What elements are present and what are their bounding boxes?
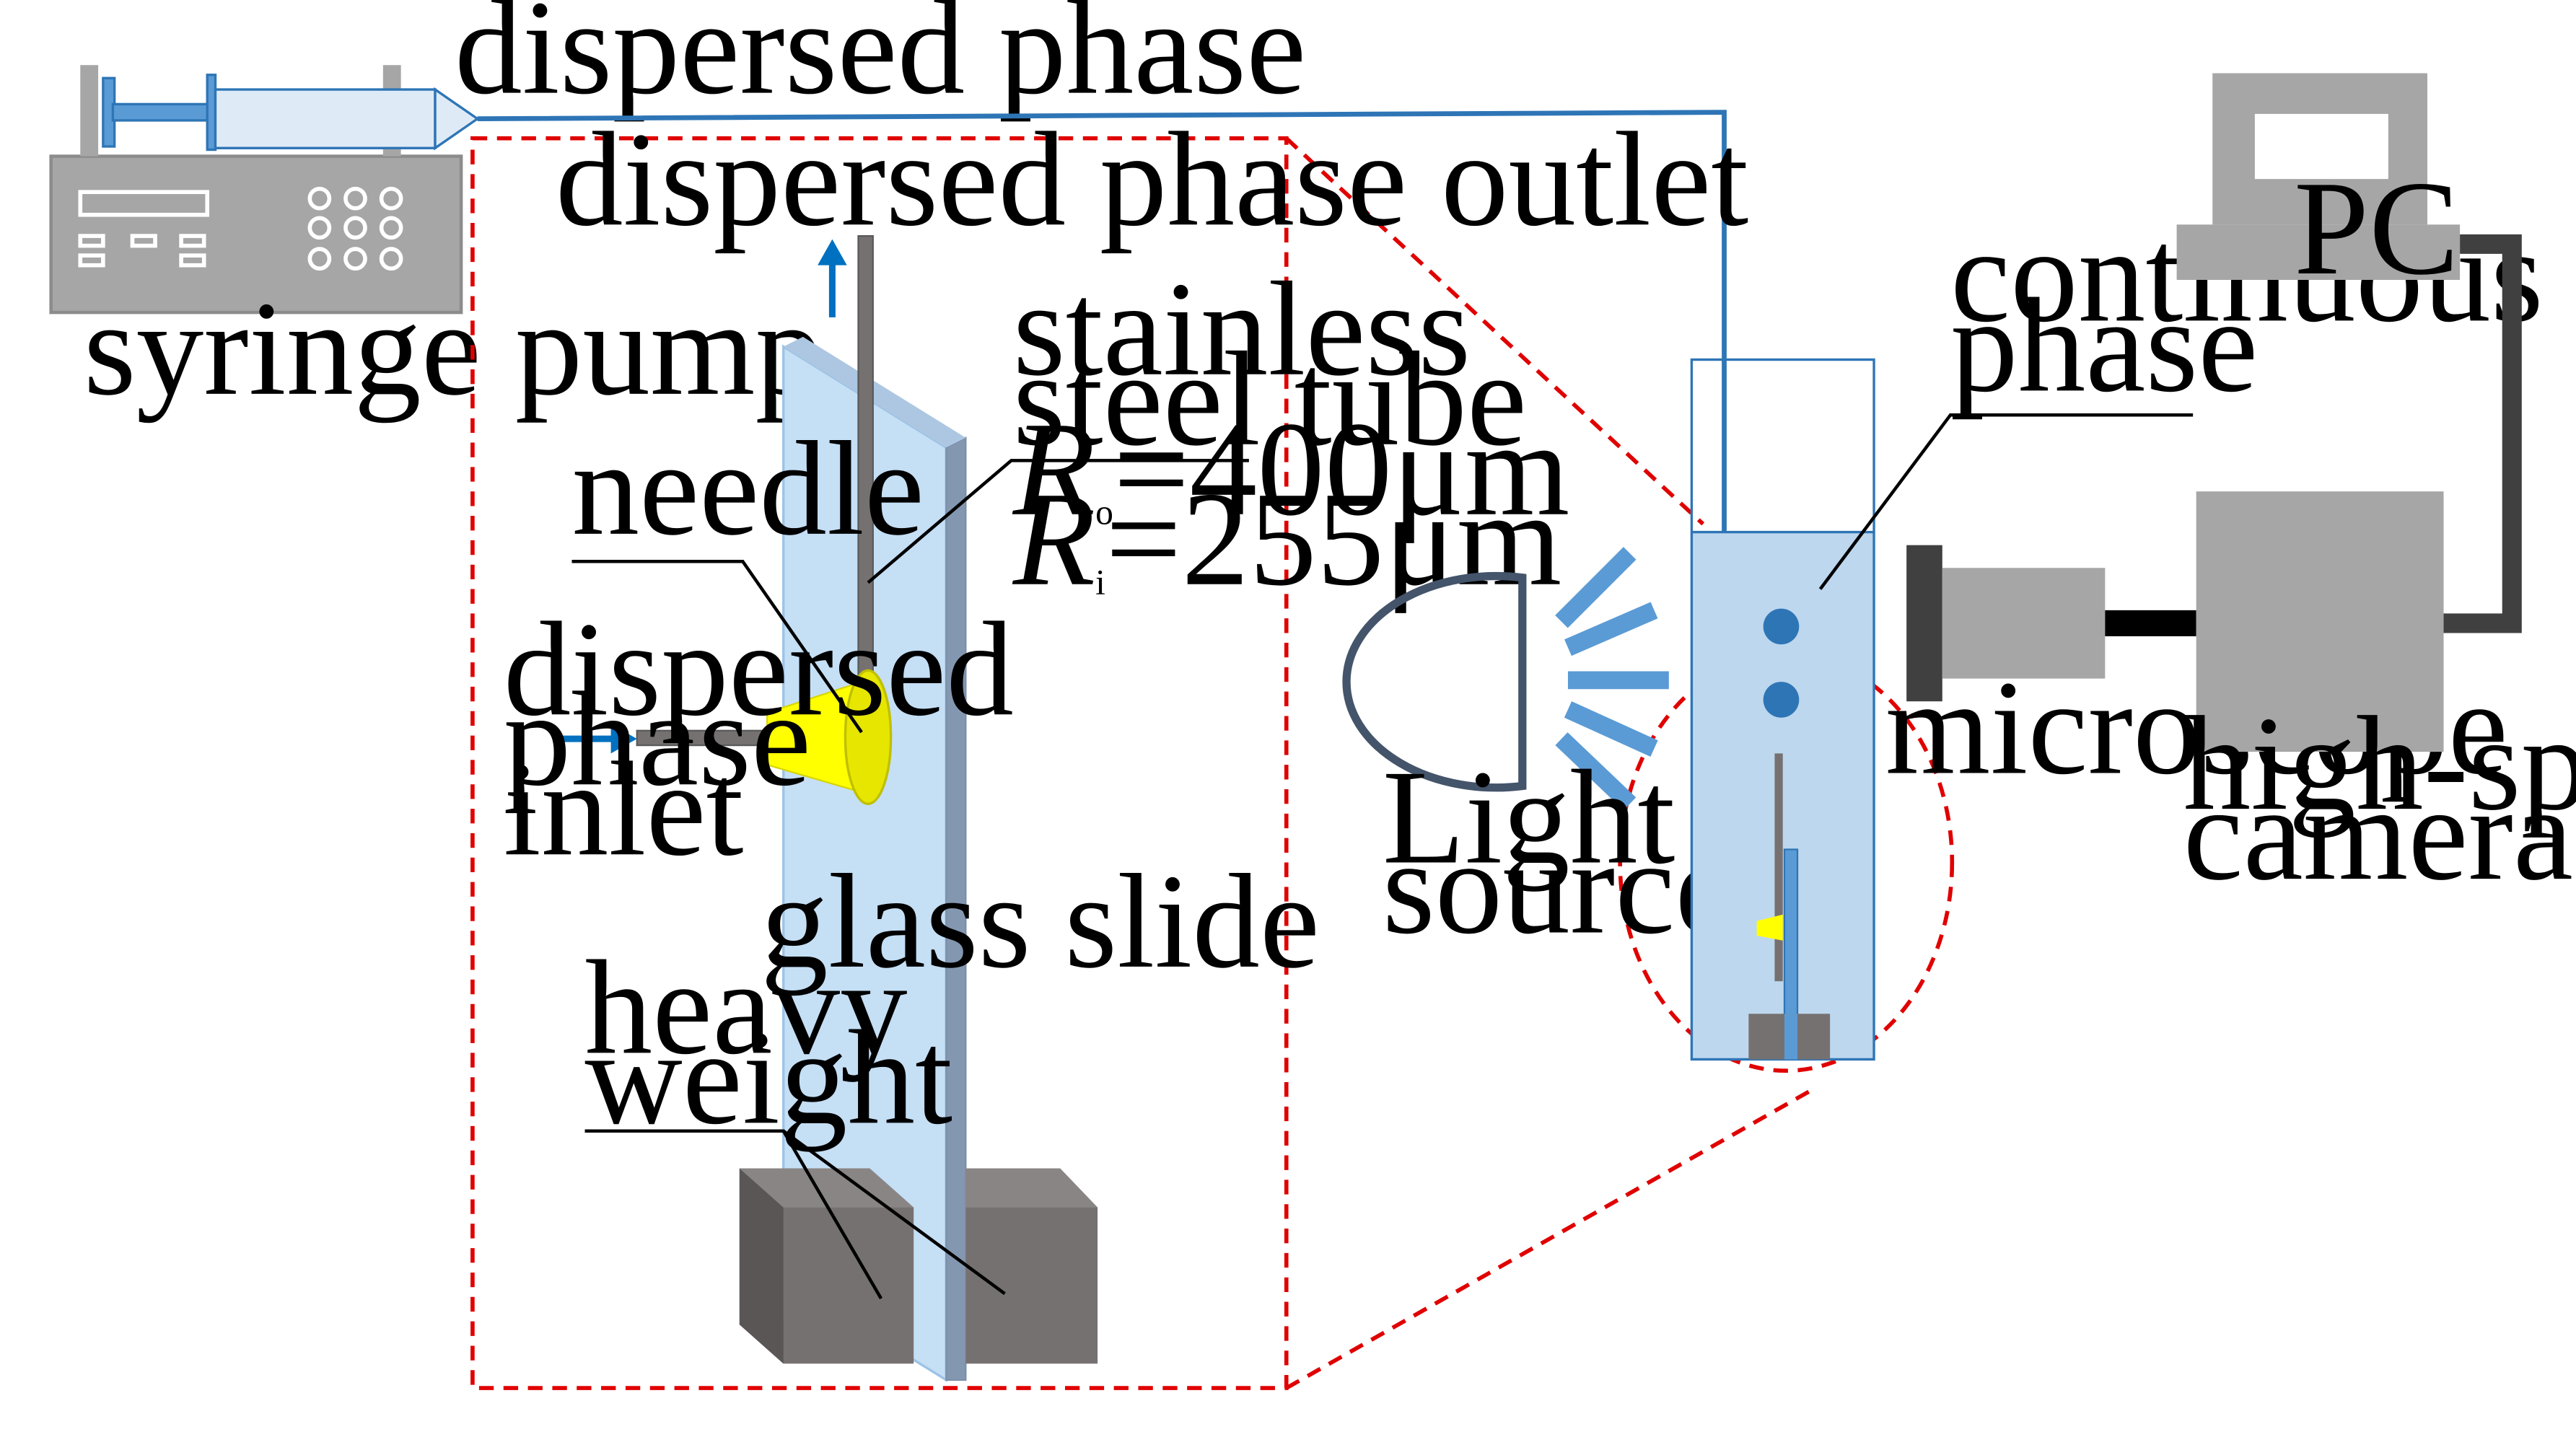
light-ray-5 (1555, 732, 1637, 811)
camera-label-line2: camera (2183, 759, 2573, 908)
glass-slide-top (783, 336, 966, 448)
weight-leader-2 (782, 1129, 1006, 1296)
syringe-flange (206, 74, 217, 151)
syringe-tip (434, 87, 480, 151)
dispersed-phase-top-label: dispersed phase (455, 0, 1306, 123)
needle-hub-flange (844, 669, 893, 805)
pc-cable (2443, 234, 2522, 633)
light-ray-1 (1555, 547, 1637, 628)
weight-left-side (739, 1168, 784, 1364)
leader-lines-left (571, 459, 1249, 1300)
ri-subscript: i (1095, 562, 1105, 602)
inlet-label-line3: inlet (504, 734, 744, 884)
needle-leader (571, 559, 863, 734)
microscope-body (1942, 568, 2106, 679)
heavy-label: heavy (585, 933, 908, 1082)
inlet-label-line1: dispersed (504, 594, 1014, 744)
stainless-label-line1: stainless (1013, 255, 1471, 404)
container-needle-hub (1756, 914, 1783, 941)
light-rays (1555, 547, 1669, 811)
weight-right-top (965, 1168, 1098, 1208)
weight-label: weight (585, 1003, 953, 1152)
syringe-plunger-rod (111, 102, 212, 122)
pc-label: PC (2294, 154, 2459, 303)
pump-buttons-left (78, 234, 206, 268)
weight-left-top (739, 1168, 914, 1208)
syringe-barrel (214, 88, 437, 149)
light-source-lamp (1342, 571, 1527, 792)
container-tube (1774, 753, 1783, 982)
container-slide-base (1784, 1014, 1798, 1060)
ri-symbol: R (1012, 465, 1095, 614)
pump-support-left (80, 65, 99, 157)
pump-keypad (307, 186, 403, 271)
needle (636, 669, 893, 805)
zoom-line-top (1284, 136, 1705, 526)
continuous-phase-label-line2: phase (1950, 271, 2258, 420)
droplet-upper (1763, 608, 1800, 645)
microscope-coupler (2105, 610, 2196, 636)
weight-right (965, 1168, 1098, 1364)
light-ray-4 (1564, 701, 1658, 757)
stainless-leader (867, 459, 1249, 584)
pump-body (49, 154, 463, 315)
light-source-label-line1: Light (1383, 743, 1675, 892)
outlet-arrow-icon (818, 239, 847, 265)
inlet-label-line2: phase (504, 664, 811, 814)
glass-slide: glass slide (761, 336, 1320, 1382)
zoom-rectangle (470, 136, 1289, 1390)
camera-label-line1: high-speed (2183, 689, 2576, 838)
pc-base (2176, 224, 2461, 280)
light-source-label-line2: source (1383, 813, 1735, 962)
dispersed-phase-outlet-label: dispersed phase outlet (556, 105, 1748, 254)
ro-value: =400μm (1113, 395, 1569, 544)
needle-label: needle (572, 414, 925, 563)
microscope-lens (1906, 545, 1942, 702)
light-ray-2 (1564, 602, 1658, 656)
pump-display (78, 190, 210, 217)
continuous-phase-leader (1818, 413, 2194, 590)
ro-subscript: o (1095, 492, 1113, 532)
light-source: Light source (1342, 547, 1735, 962)
pc-screen (2254, 113, 2388, 180)
ri-value: =255μm (1105, 465, 1561, 614)
glass-slide-label: glass slide (761, 847, 1320, 996)
camera-body (2196, 491, 2444, 752)
syringe-pump: syringe pump (49, 65, 823, 423)
ro-symbol: R (1012, 395, 1095, 544)
inlet-arrow-icon (610, 724, 637, 754)
droplet-lower (1763, 682, 1800, 718)
heavy-weights (739, 1168, 1098, 1364)
stainless-label-line2: steel tube (1013, 325, 1527, 474)
pc: PC (2176, 73, 2461, 303)
syringe-pump-label: syringe pump (84, 274, 823, 423)
outer-radius-label: Ro=400μm (1012, 395, 1570, 544)
zoom-line-bottom (1285, 1085, 1818, 1390)
inner-radius-label: Ri=255μm (1012, 465, 1562, 614)
high-speed-camera: high-speed camera (2183, 491, 2576, 908)
